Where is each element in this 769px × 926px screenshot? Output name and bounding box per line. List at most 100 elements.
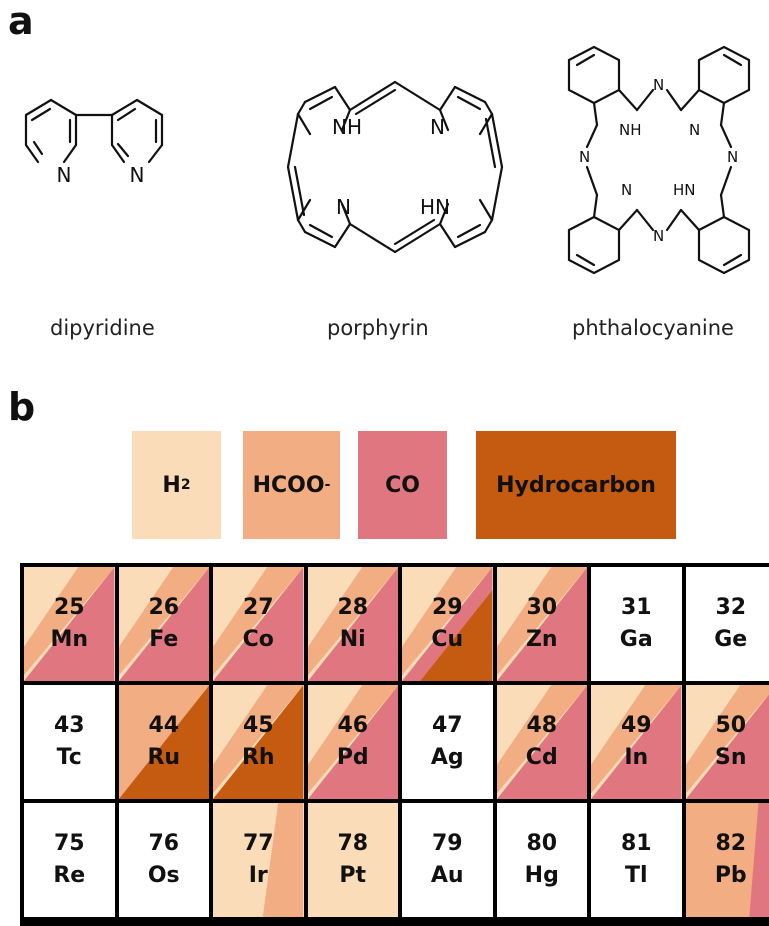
porphyrin-structure: NH N N HN — [286, 80, 504, 254]
element-symbol: Os — [147, 863, 180, 888]
legend-superscript: - — [324, 477, 331, 493]
wedge-co — [213, 567, 304, 681]
wedge-hcooh — [262, 803, 304, 917]
element-symbol: Sn — [714, 745, 747, 770]
element-symbol: Ir — [248, 863, 268, 888]
atom-label: N — [430, 115, 445, 139]
panel-label-a: a — [8, 0, 34, 43]
pyridine-ring-left — [24, 98, 78, 164]
atom-label: N — [57, 163, 72, 187]
wedge-h2 — [307, 803, 398, 917]
panel-label-b: b — [8, 385, 36, 429]
wedge-co — [591, 685, 682, 799]
atom-label: N — [689, 121, 700, 139]
atomic-number: 31 — [620, 595, 652, 620]
atomic-number: 75 — [53, 831, 85, 856]
element-symbol: Tc — [56, 745, 82, 770]
atomic-number: 50 — [715, 713, 747, 738]
element-symbol: Au — [430, 863, 464, 888]
legend-item-co: CO — [358, 431, 447, 539]
wedge-co — [307, 567, 398, 681]
atomic-number: 29 — [431, 595, 463, 620]
atomic-number: 28 — [337, 595, 369, 620]
wedge-hcooh — [685, 803, 769, 917]
element-symbol: Fe — [149, 627, 179, 652]
atomic-number: 78 — [337, 831, 369, 856]
product-wedges — [496, 685, 587, 799]
pyridine-ring-right — [110, 98, 164, 164]
atomic-number: 77 — [242, 831, 274, 856]
product-wedges — [213, 567, 304, 681]
atomic-number: 26 — [148, 595, 180, 620]
atom-label: N — [653, 227, 664, 245]
element-symbol: Ga — [619, 627, 653, 652]
atomic-number: 25 — [53, 595, 85, 620]
atomic-number: 79 — [431, 831, 463, 856]
wedge-co — [307, 685, 398, 799]
element-symbol: Co — [242, 627, 274, 652]
atomic-number: 32 — [715, 595, 747, 620]
atomic-number: 43 — [53, 713, 85, 738]
phthalocyanine-structure: NH N N HN N N N N — [567, 45, 751, 275]
element-symbol: In — [624, 745, 649, 770]
molecule-name-phthalocyanine: phthalocyanine — [572, 316, 734, 340]
wedge-co — [748, 803, 769, 917]
wedge-hydrocarbon — [213, 685, 304, 799]
atom-label: NH — [332, 115, 362, 139]
element-symbol: Ru — [147, 745, 181, 770]
atomic-number: 76 — [148, 831, 180, 856]
element-symbol: Ge — [714, 627, 748, 652]
product-wedges — [118, 567, 209, 681]
atom-label: HN — [673, 181, 696, 199]
wedge-co — [402, 567, 493, 681]
element-symbol: Pb — [714, 863, 747, 888]
product-wedges — [496, 567, 587, 681]
legend-item-hydrocarbon: Hydrocarbon — [476, 431, 676, 539]
legend-subscript: 2 — [180, 477, 191, 493]
wedge-hydrocarbon — [420, 589, 493, 681]
atomic-number: 80 — [526, 831, 558, 856]
element-symbol: Pd — [336, 745, 369, 770]
legend-item-hcooh: HCOO- — [243, 431, 340, 539]
product-wedges — [118, 685, 209, 799]
atomic-number: 45 — [242, 713, 274, 738]
molecule-name-dipyridine: dipyridine — [50, 316, 155, 340]
wedge-hydrocarbon — [118, 685, 209, 799]
atom-label: NH — [619, 121, 642, 139]
product-wedges — [307, 567, 398, 681]
